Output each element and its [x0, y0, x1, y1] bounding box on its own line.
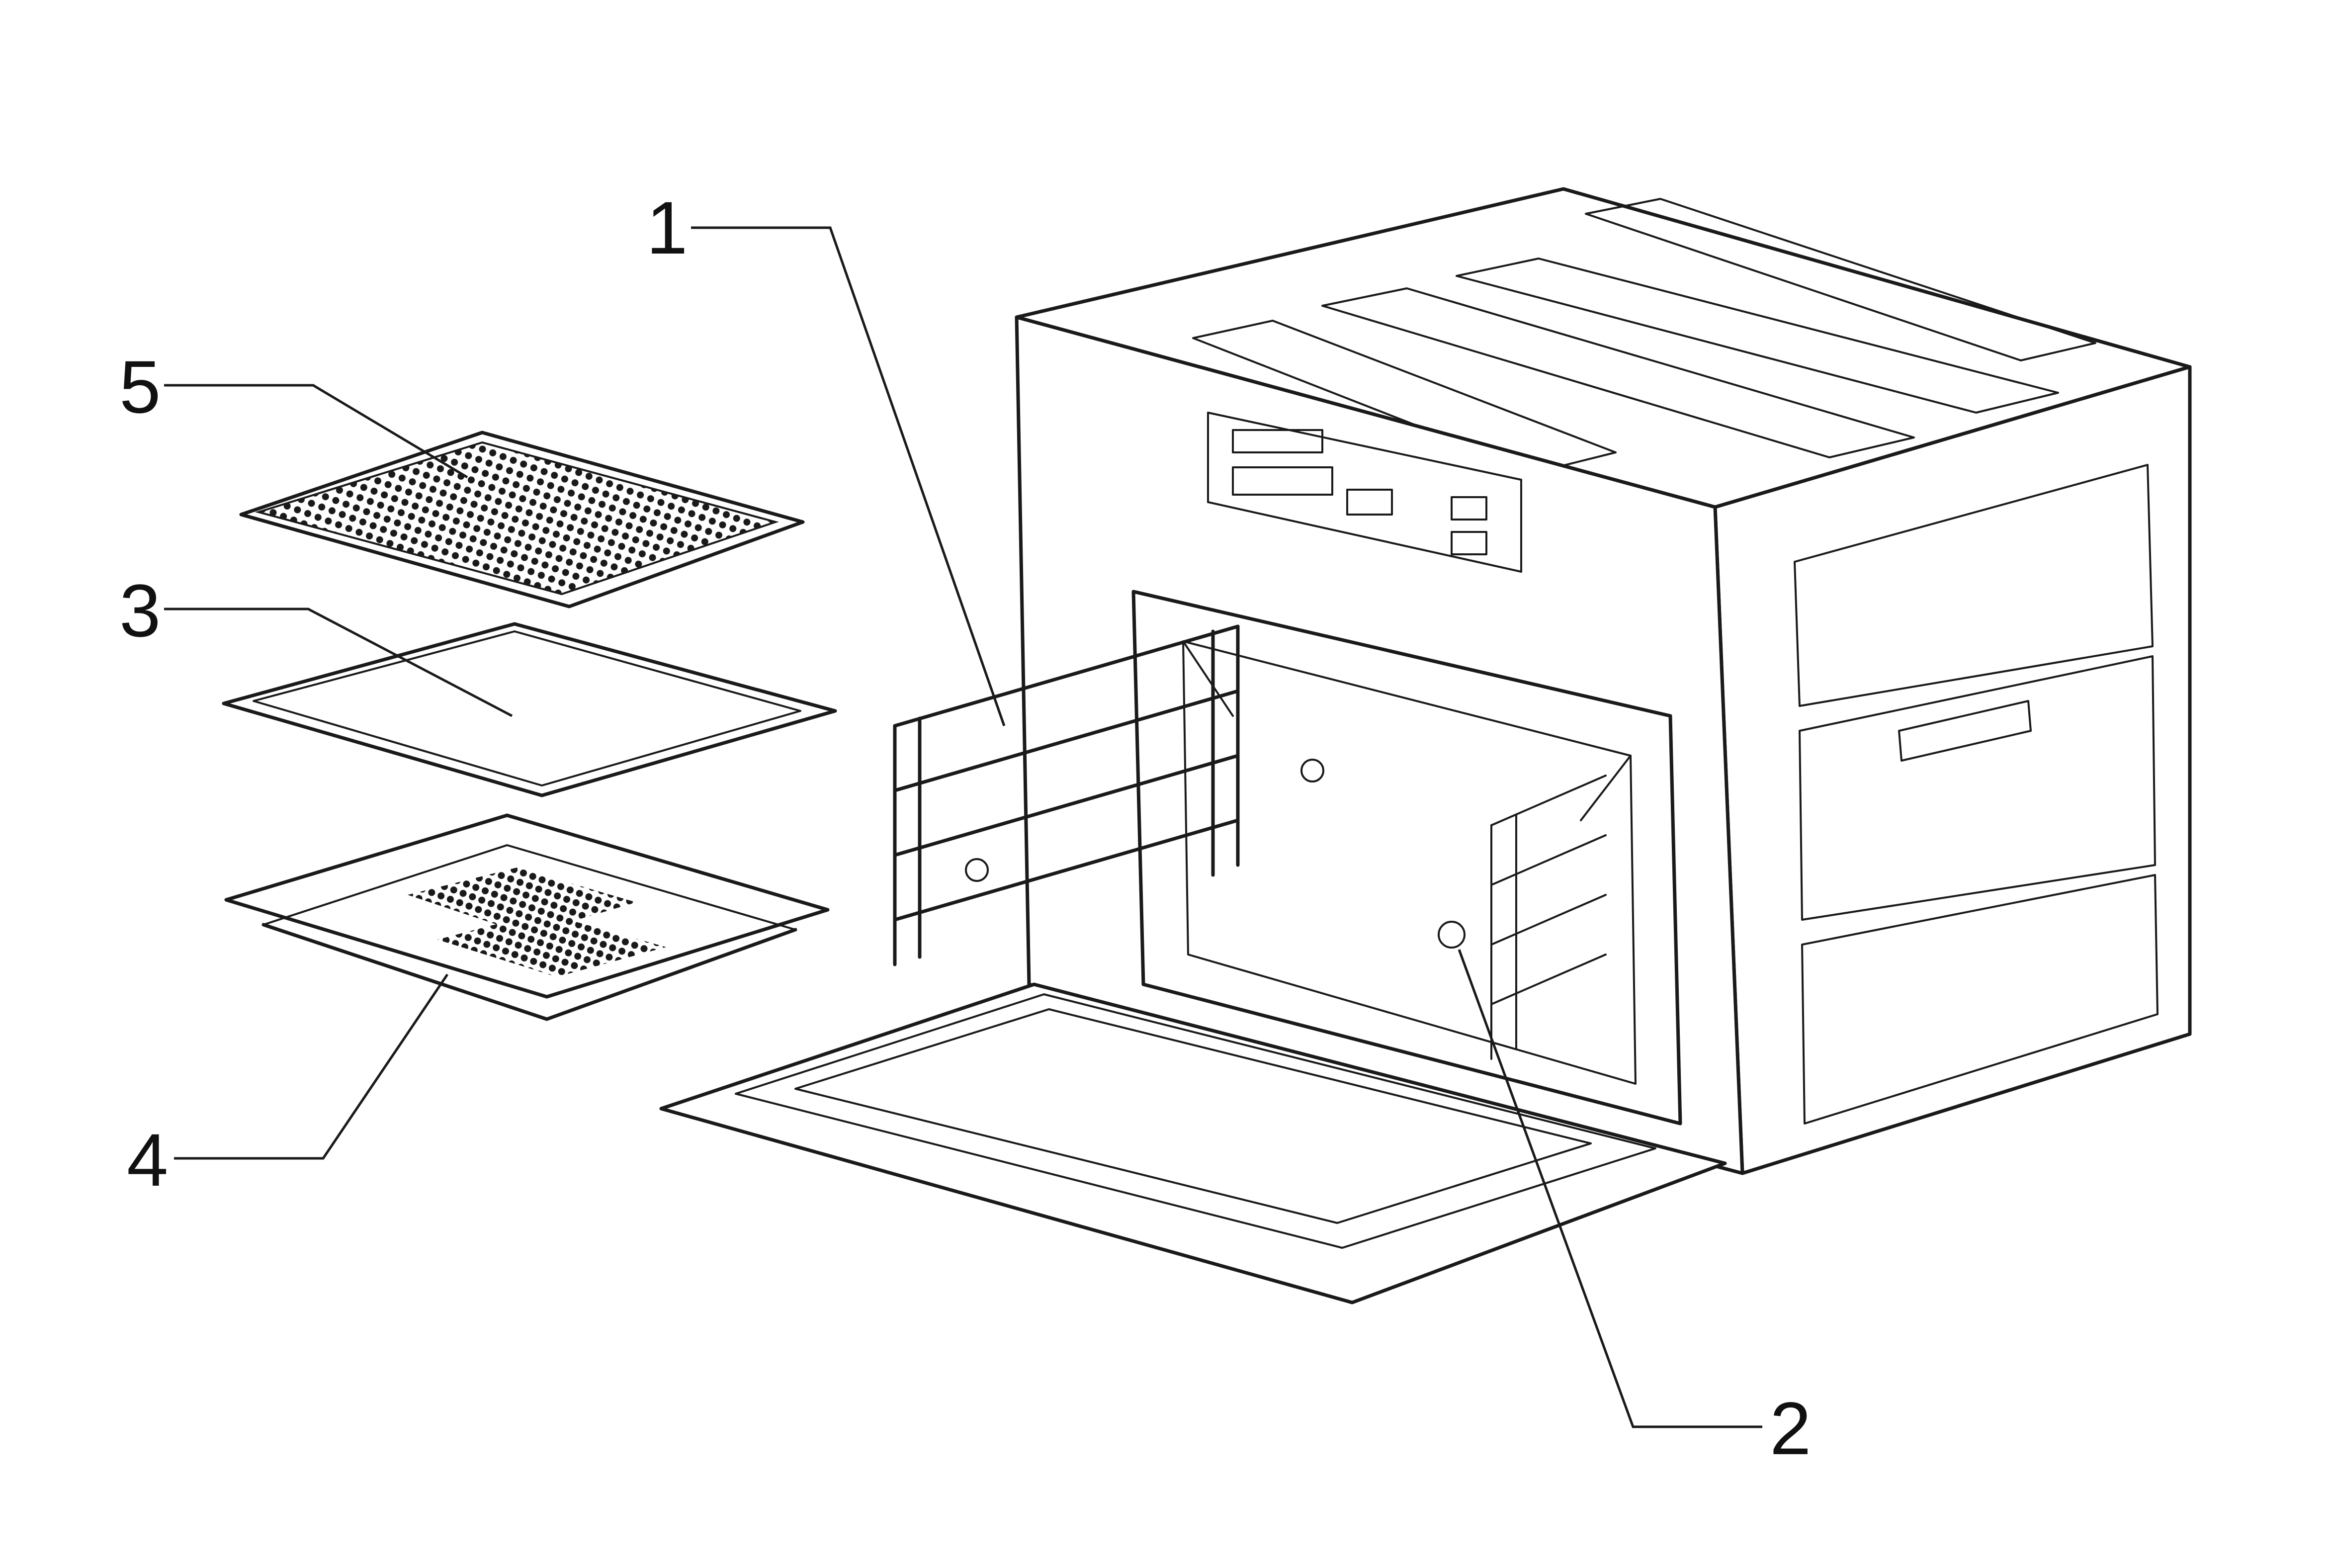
oven-side-panel [1713, 365, 2192, 1175]
perforated-tray [224, 813, 830, 1021]
leader-line-5 [164, 384, 468, 479]
leader-line-1 [691, 226, 1006, 726]
leader-line-4 [174, 973, 449, 1160]
control-panel [1207, 412, 1522, 573]
leader-line-2 [1458, 949, 1762, 1428]
left-side-rack [893, 624, 1240, 966]
callout-labels: 1 2 3 4 5 [119, 186, 1811, 1470]
callout-number-5: 5 [119, 345, 161, 429]
cavity-fan-nut [1438, 921, 1466, 949]
callout-number-2: 2 [1770, 1387, 1811, 1470]
callout-number-4: 4 [127, 1118, 168, 1202]
callout-number-3: 3 [119, 569, 161, 652]
leader-line-3 [164, 608, 513, 717]
callout-number-1: 1 [646, 186, 688, 269]
oven-door [659, 982, 1727, 1305]
oven-cavity [1131, 590, 1682, 1126]
leader-lines [164, 226, 1762, 1428]
oven-body [659, 187, 2192, 1305]
right-side-rack [1490, 775, 1607, 1060]
baking-tray [222, 622, 837, 797]
wire-grid [239, 431, 805, 609]
